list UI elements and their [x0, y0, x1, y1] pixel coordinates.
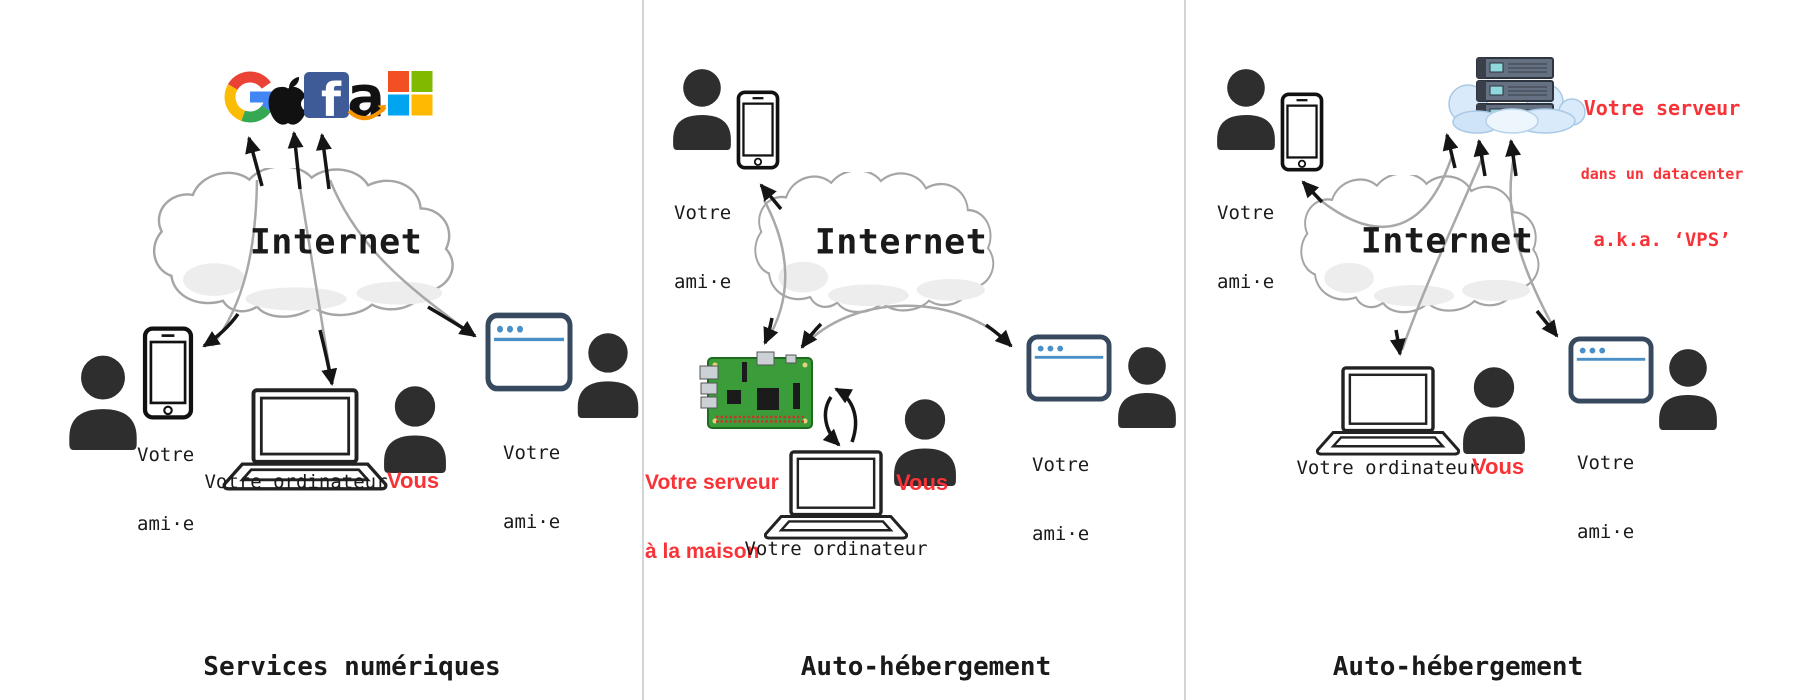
- svg-text:a: a: [347, 65, 385, 130]
- panel2-flow-lines: [759, 183, 1013, 447]
- your-computer-icon: [1315, 366, 1461, 456]
- friend-right-label: Votre ami·e: [1032, 454, 1090, 545]
- internet-label: Internet: [1360, 221, 1534, 262]
- your-computer-icon: [763, 450, 909, 540]
- arrow-to-your-computer: [318, 329, 338, 386]
- arrow-to-friend-phone: [202, 312, 240, 348]
- arrow-to-services-1: [245, 136, 264, 187]
- vps-server-icon: [1448, 57, 1586, 134]
- panel1-graphics: f a: [67, 65, 640, 489]
- panel1-title: Services numériques centralisés: [203, 652, 501, 682]
- you-label: Vous: [387, 468, 440, 493]
- google-icon: [224, 71, 276, 123]
- friend-right-person-icon: [1116, 344, 1178, 428]
- friend-right-label: Votre ami·e: [1577, 452, 1635, 543]
- arrow-to-home-server-2: [800, 322, 823, 349]
- friend-right-browser-icon: [488, 315, 570, 388]
- your-computer-label: Votre ordinateur: [744, 538, 928, 560]
- you-label: Vous: [1472, 454, 1525, 479]
- facebook-icon: f: [304, 72, 349, 127]
- friend-left-label: Votre ami·e: [137, 444, 195, 535]
- arrow-to-friend-phone: [1301, 180, 1324, 204]
- arrow-to-friend-phone: [759, 183, 783, 211]
- arrow-to-your-computer: [1389, 329, 1406, 356]
- arrow-to-services-3: [315, 133, 332, 190]
- raspberry-pi-icon: [699, 351, 813, 429]
- panel2-title: Auto-hébergement à la maison: [800, 652, 1052, 682]
- friend-top-person-icon: [671, 66, 733, 150]
- friend-left-person-icon: [67, 352, 139, 450]
- friend-top-label: Votre ami·e: [674, 202, 732, 293]
- arrow-to-friend-browser: [427, 305, 477, 338]
- microsoft-icon: [388, 71, 433, 116]
- panel2-graphics: [671, 66, 1178, 540]
- friend-top-phone-icon: [1280, 92, 1324, 172]
- friend-top-phone-icon: [736, 90, 780, 170]
- panel3-flow-lines: [1301, 133, 1559, 356]
- you-label: Vous: [896, 470, 949, 495]
- arrow-to-services-2: [287, 131, 304, 190]
- panel3-title: Auto-hébergement sur un VPS: [1332, 652, 1584, 682]
- friend-top-person-icon: [1215, 66, 1277, 150]
- arrow-to-home-server-1: [763, 317, 779, 345]
- internet-label: Internet: [249, 222, 423, 263]
- friend-right-browser-icon: [1571, 339, 1651, 401]
- svg-text:f: f: [321, 73, 342, 127]
- arrow-to-vps-2: [1473, 139, 1490, 177]
- panel1-flow-lines: [202, 131, 477, 386]
- panel3-graphics: [1215, 57, 1719, 456]
- arrow-server-to-laptop: [822, 396, 841, 447]
- your-computer-label: Votre ordinateur: [204, 471, 388, 493]
- internet-label: Internet: [814, 222, 988, 263]
- home-server-label: Votre serveur à la maison: [645, 471, 779, 563]
- your-computer-label: Votre ordinateur: [1296, 457, 1480, 479]
- arrow-to-friend-browser: [984, 323, 1013, 348]
- friend-right-person-icon: [576, 330, 640, 418]
- you-person-icon: [1461, 364, 1527, 454]
- gafam-logos: f a: [224, 65, 433, 130]
- arrow-to-vps-3: [1505, 139, 1522, 177]
- friend-top-label: Votre ami·e: [1217, 202, 1275, 293]
- arrow-to-friend-browser: [1535, 309, 1559, 338]
- vps-server-label: Votre serveur dans un datacenter a.k.a. …: [1580, 96, 1744, 251]
- friend-right-browser-icon: [1029, 337, 1109, 399]
- amazon-icon: a: [347, 65, 387, 130]
- arrow-to-vps-1: [1442, 133, 1459, 169]
- friend-right-person-icon: [1657, 346, 1719, 430]
- you-person-icon: [382, 383, 448, 473]
- friend-right-label: Votre ami·e: [503, 442, 561, 533]
- arrow-laptop-to-server: [834, 387, 858, 443]
